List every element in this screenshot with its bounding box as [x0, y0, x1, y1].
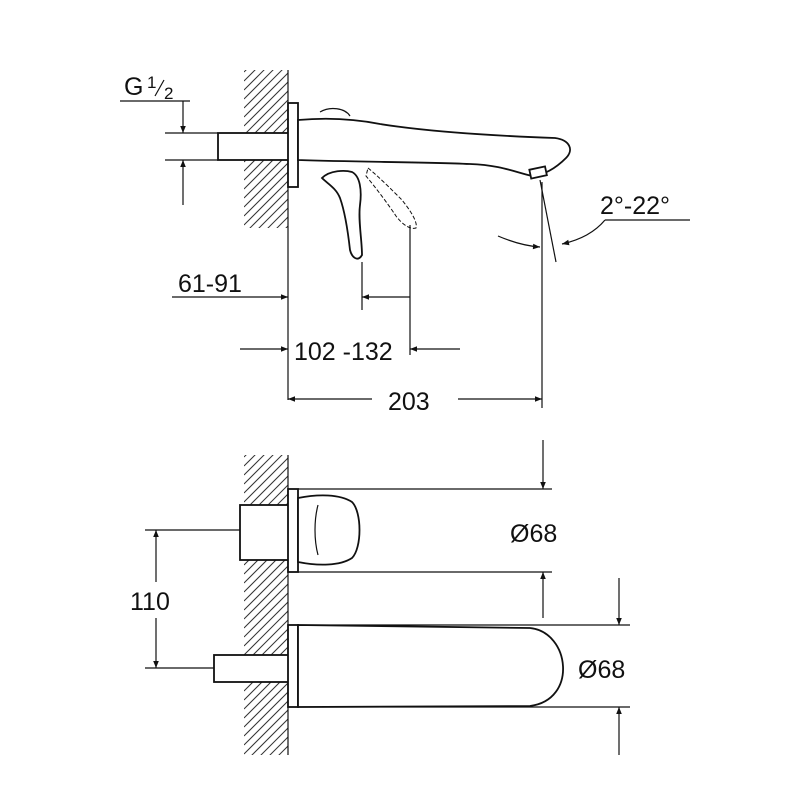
hatch-line [244, 19, 288, 63]
hatch-line [287, 754, 288, 755]
spout-top-curve [319, 107, 351, 117]
side-view: G 1 2 61-91 102 -132 203 2°-22° [120, 10, 690, 416]
hatch-line [244, 81, 288, 127]
angle-arc-right [561, 219, 606, 246]
handle-knob-edge [314, 504, 319, 556]
handle-body [239, 504, 291, 561]
hatch-line [244, 70, 247, 73]
hatch-line [244, 457, 288, 503]
centers-label: 110 [130, 588, 170, 616]
hatch-line [244, 709, 288, 755]
hatch-line [244, 70, 265, 91]
handle-diameter-label: Ø68 [510, 520, 557, 548]
hatch-line [244, 162, 288, 208]
outlet-spout [297, 624, 564, 708]
hatch-line [244, 404, 288, 448]
outlet-diameter-label: Ø68 [578, 656, 625, 684]
outlet-pipe [213, 654, 291, 683]
hatch-line [244, 180, 288, 226]
hatch-line [244, 153, 288, 199]
angle-ref-line [539, 179, 557, 263]
hatch-line [249, 189, 288, 228]
thread-label: G [124, 73, 143, 101]
hatch-line [244, 691, 288, 737]
hatch-line [244, 70, 256, 82]
hatch-line [251, 718, 288, 755]
hatch-line [244, 455, 274, 485]
hatch-line [244, 72, 288, 118]
spout-body [297, 117, 571, 177]
hatch-line [244, 466, 288, 512]
handle-knob [297, 494, 361, 566]
hatch-line [244, 70, 274, 100]
hatch-line [278, 745, 288, 755]
aerator [528, 165, 548, 180]
hatch-line [244, 565, 288, 611]
thread-numerator: 1 [147, 73, 156, 92]
lever-handle [320, 170, 363, 260]
hatch-line [258, 198, 288, 228]
hatch-line [244, 682, 288, 728]
hatch-line [244, 455, 247, 458]
inlet-pipe [217, 132, 291, 161]
hatch-line [244, 574, 288, 620]
hatch-line [244, 90, 288, 136]
hatch-line [244, 764, 288, 800]
angle-label: 2°-22° [600, 192, 670, 220]
hatch-line [244, 592, 288, 638]
thread-denominator: 2 [164, 84, 173, 103]
angle-arc-left [497, 235, 541, 250]
reach-wall-label: 61-91 [178, 270, 242, 298]
reach-lever-label: 102 -132 [294, 338, 393, 366]
hatch-line [244, 171, 288, 217]
front-view: Ø68 Ø68 110 [130, 395, 630, 800]
wall-plate [287, 102, 299, 188]
handle-plate [287, 488, 299, 573]
hatch-line [244, 601, 288, 647]
hatch-line [285, 225, 288, 228]
hatch-line [244, 455, 256, 467]
hatch-line [244, 700, 288, 746]
thread-fraction-slash [154, 79, 165, 97]
hatch-line [260, 727, 288, 755]
lever-ghost [365, 167, 417, 229]
hatch-line [244, 395, 288, 439]
hatch-line [244, 583, 288, 629]
hatch-line [244, 455, 283, 494]
hatch-line [269, 736, 288, 755]
hatch-line [276, 216, 288, 228]
hatch-line [244, 610, 288, 656]
hatch-line [244, 10, 288, 54]
hatch-line [244, 556, 288, 602]
spout-length-label: 203 [388, 388, 430, 416]
hatch-line [244, 70, 283, 109]
wall-hatch-bottom [244, 395, 288, 800]
hatch-line [244, 455, 265, 476]
hatch-line [244, 235, 288, 279]
hatch-line [267, 207, 288, 228]
outlet-plate [287, 624, 299, 708]
